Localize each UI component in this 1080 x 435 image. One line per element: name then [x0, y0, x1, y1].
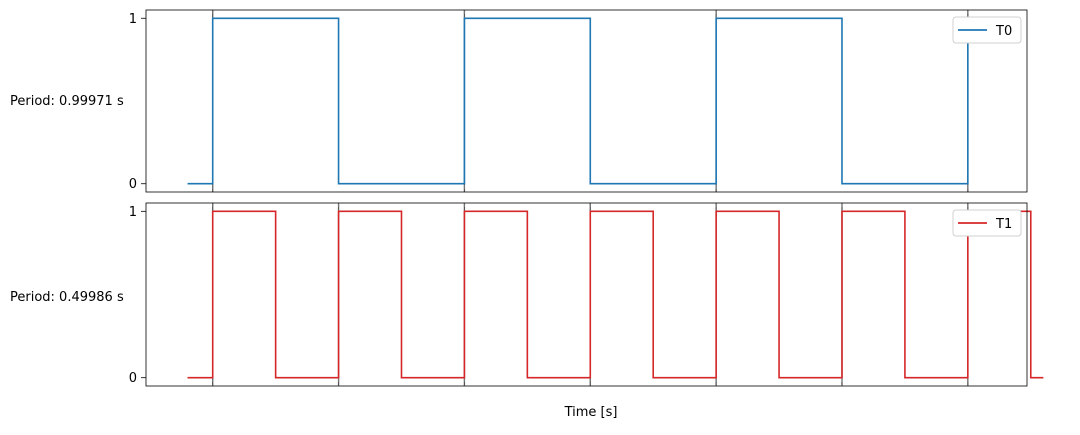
p1-y-ticks: 01	[129, 205, 146, 386]
x-axis-label: Time [s]	[564, 405, 618, 420]
p0-ytick-label-1: 1	[129, 12, 137, 27]
p0-ylabel: Period: 0.99971 s	[10, 94, 124, 109]
p0-legend: T0	[952, 16, 1022, 44]
p0-y-ticks: 01	[129, 12, 146, 192]
p0-axes-frame	[145, 9, 1028, 193]
p1-legend: T1	[952, 209, 1022, 237]
panel-t1: 01 Period: 0.49986 s T1 Time [s]	[10, 202, 1044, 420]
p0-legend-label-t0: T0	[995, 24, 1012, 39]
p1-axes-frame	[145, 202, 1028, 387]
p1-ytick-label-0: 0	[129, 371, 137, 386]
p0-ytick-label-0: 0	[129, 177, 137, 192]
panel-t0: 01 Period: 0.99971 s T0	[10, 9, 1028, 193]
series-line-t0	[187, 17, 1019, 185]
p1-ylabel: Period: 0.49986 s	[10, 290, 124, 305]
series-line-t1	[187, 210, 1044, 379]
p1-legend-label-t1: T1	[995, 217, 1012, 232]
p1-ytick-label-1: 1	[129, 205, 137, 220]
